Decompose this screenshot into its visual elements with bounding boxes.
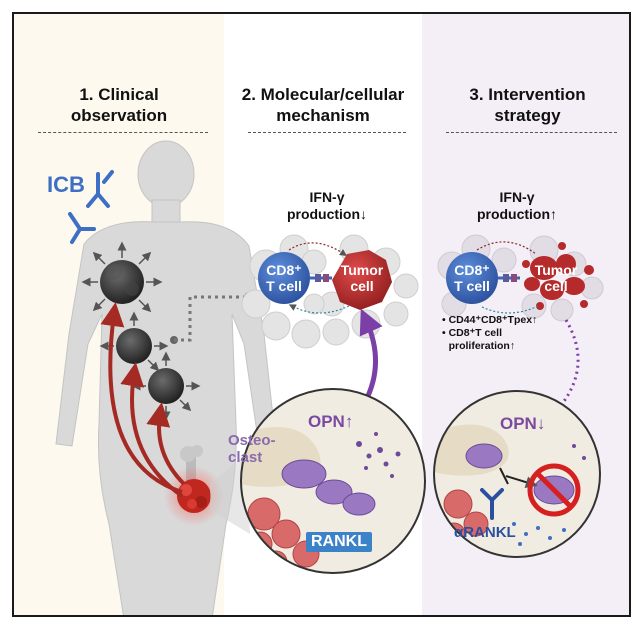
metastasis-liver	[116, 328, 152, 364]
cd8-label-mechanism: CD8⁺ T cell	[266, 262, 302, 294]
tumor-label-mechanism: Tumor cell	[340, 262, 384, 294]
icb-label: ICB	[47, 172, 85, 197]
panel-title-clinical: 1. Clinical observation	[70, 85, 168, 125]
inhibition-arrow	[505, 475, 538, 488]
kill-arrow	[479, 305, 539, 314]
ifn-label-intervention: IFN-γ production↑	[476, 189, 558, 222]
kill-arrow	[288, 304, 350, 314]
tcr-complex	[498, 274, 520, 282]
tcr-complex	[310, 274, 332, 282]
effects-list-item: • CD8⁺T cell proliferation↑	[442, 327, 516, 352]
opn-up-label: OPN↑	[308, 412, 354, 431]
arankl-label: αRANKL	[454, 524, 516, 541]
metastasis-abdomen	[148, 368, 184, 404]
prohibited-icon	[527, 463, 581, 517]
bone-tumor	[177, 479, 211, 513]
tumor-cell	[332, 250, 392, 310]
divider	[38, 132, 208, 133]
anti-rankl-antibody-icon	[480, 488, 504, 520]
ifn-label-mechanism: IFN-γ production↓	[286, 189, 368, 222]
ifn-arrow	[476, 241, 537, 255]
cd8-tcell	[446, 252, 498, 304]
antibody-icon	[68, 212, 96, 244]
cd8-label-intervention: CD8⁺ T cell	[454, 262, 490, 294]
divider	[248, 132, 406, 133]
inhibition-bar	[499, 467, 509, 485]
divider	[446, 132, 617, 133]
opn-down-label: OPN↓	[500, 414, 546, 433]
metastasis-arrows	[100, 302, 186, 498]
panel-title-mechanism: 2. Molecular/cellular mechanism	[241, 85, 405, 125]
ifn-arrow	[288, 242, 347, 256]
zoom-circle	[433, 390, 601, 558]
tumor-label-intervention: Tumor cell	[534, 262, 578, 294]
panel-title-intervention: 3. Intervention strategy	[469, 85, 586, 125]
rankl-label: RANKL	[306, 532, 372, 552]
zoom-cone	[210, 454, 250, 534]
antibody-icon	[86, 170, 114, 208]
effects-list-item: • CD44⁺CD8⁺Tpex↑	[442, 314, 538, 326]
zoom-circle	[240, 388, 426, 574]
tumor-cell-fragmented	[522, 242, 594, 310]
effects-list: • CD44⁺CD8⁺Tpex↑ • CD8⁺T cell proliferat…	[442, 314, 602, 353]
metastasis-lung	[100, 260, 144, 304]
osteoclast-label: Osteo- clast	[228, 432, 276, 466]
cd8-tcell	[258, 252, 310, 304]
figure-frame: 1. Clinical observation 2. Molecular/cel…	[12, 12, 631, 617]
